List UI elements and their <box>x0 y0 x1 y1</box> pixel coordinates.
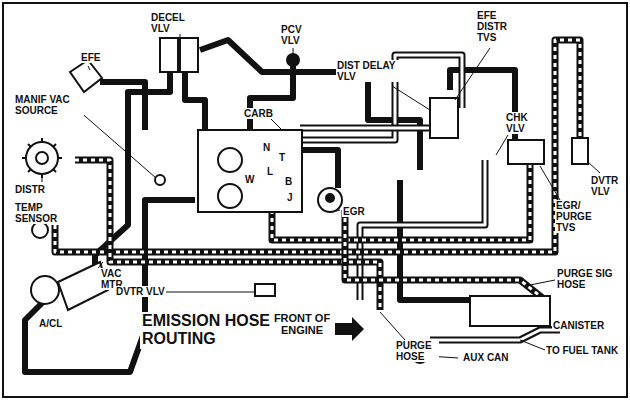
part-label: CARB <box>243 108 274 119</box>
part-label: EFE <box>80 52 101 63</box>
part-label: A/CL <box>38 318 63 329</box>
part-label: DVTR VLV <box>115 286 166 297</box>
part-label: AUX CAN <box>462 352 510 363</box>
part-label: B <box>284 176 293 187</box>
part-label: J <box>286 192 294 203</box>
part-label: MANIF VAC SOURCE <box>14 94 84 116</box>
part-label: N <box>262 142 271 153</box>
part-label: EGR/ PURGE TVS <box>555 200 607 233</box>
part-label: CHK VLV <box>505 112 541 134</box>
part-label: TEMP SENSOR <box>14 202 68 224</box>
part-label: W <box>244 174 255 185</box>
part-label: CANISTER <box>552 320 605 331</box>
part-label: EFE DISTR TVS <box>476 10 518 43</box>
diagram-title: EMISSION HOSE ROUTING <box>140 312 274 349</box>
part-label: T <box>278 152 286 163</box>
part-label: DISTR <box>14 184 46 195</box>
part-label: FRONT OF ENGINE <box>272 312 332 336</box>
part-label: L <box>266 166 274 177</box>
part-label: PCV VLV <box>280 24 312 46</box>
part-label: EGR <box>342 206 366 217</box>
part-label: TO FUEL TANK <box>545 345 619 356</box>
part-label: DIST DELAY VLV <box>336 60 400 82</box>
part-label: DECEL VLV <box>150 12 196 34</box>
part-label: PURGE HOSE <box>395 340 439 362</box>
part-label: DVTR VLV <box>590 175 624 197</box>
part-label: PURGE SIG HOSE <box>556 268 620 290</box>
